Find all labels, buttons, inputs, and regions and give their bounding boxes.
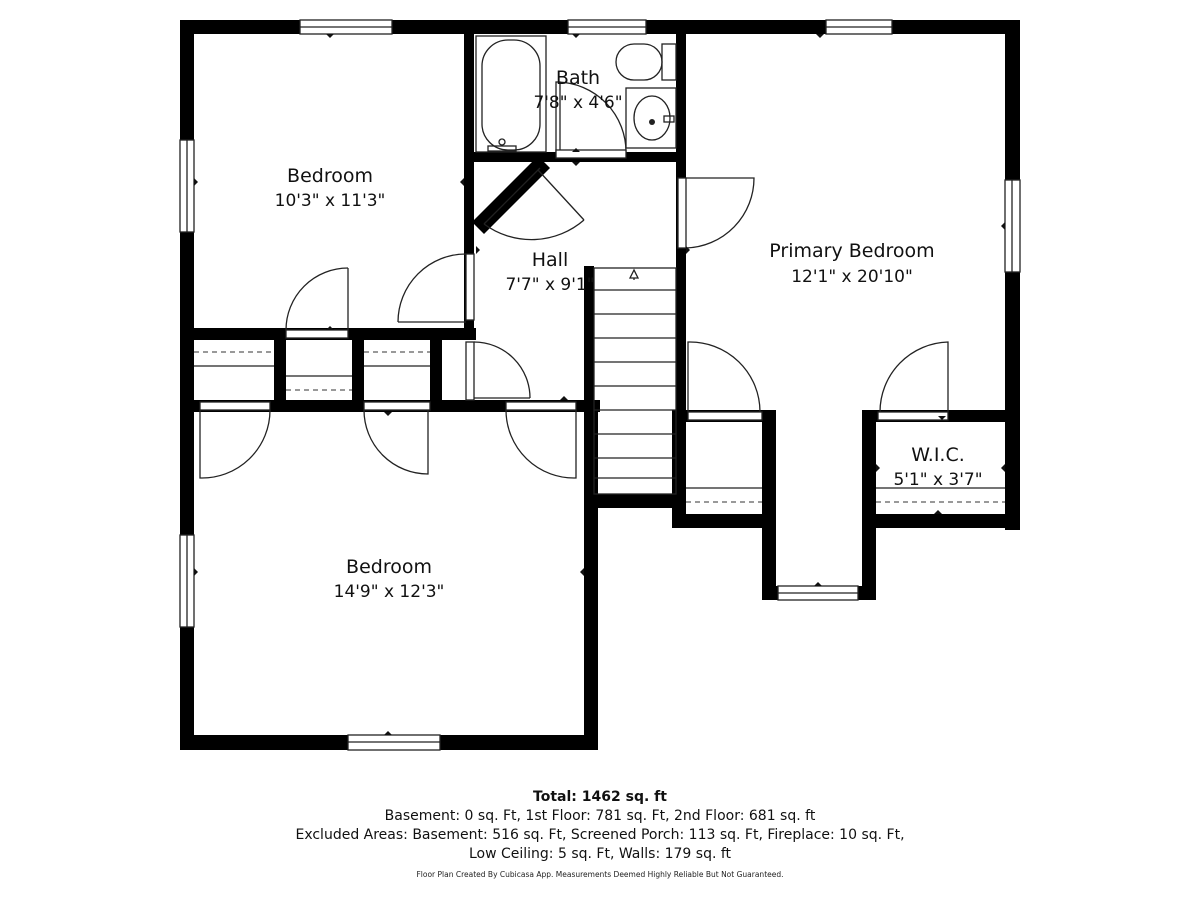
total-area: Total: 1462 sq. ft (533, 789, 667, 805)
room-name-bath: Bath (556, 67, 600, 89)
stairs (593, 267, 677, 495)
room-name-bedroom-sw: Bedroom (346, 556, 432, 578)
room-name-hall: Hall (532, 249, 569, 271)
excluded-areas-cont: Low Ceiling: 5 sq. Ft, Walls: 179 sq. ft (468, 846, 732, 862)
room-name-primary: Primary Bedroom (769, 240, 934, 262)
dimension-markers (194, 34, 1005, 735)
bath-fixtures (475, 35, 677, 153)
room-name-bedroom-nw: Bedroom (287, 165, 373, 187)
disclaimer: Floor Plan Created By Cubicasa App. Meas… (416, 870, 784, 879)
room-dim-bedroom-nw: 10'3" x 11'3" (275, 191, 386, 211)
closet-shelves (194, 351, 1005, 503)
room-dim-hall: 7'7" x 9'1" (505, 275, 594, 295)
room-dim-primary: 12'1" x 20'10" (791, 267, 913, 287)
windows (179, 19, 1021, 751)
room-name-wic: W.I.C. (911, 444, 965, 466)
room-dim-bath: 7'8" x 4'6" (533, 93, 622, 113)
room-dim-wic: 5'1" x 3'7" (893, 470, 982, 490)
walls (180, 20, 1020, 750)
doors (199, 81, 949, 479)
floor-plan: Bedroom 10'3" x 11'3" Bath 7'8" x 4'6" H… (179, 19, 1021, 751)
area-summary: Total: 1462 sq. ft Basement: 0 sq. Ft, 1… (0, 788, 1200, 864)
excluded-areas: Excluded Areas: Basement: 516 sq. Ft, Sc… (295, 827, 905, 843)
floor-areas: Basement: 0 sq. Ft, 1st Floor: 781 sq. F… (384, 808, 816, 824)
room-dim-bedroom-sw: 14'9" x 12'3" (334, 582, 445, 602)
room-labels: Bedroom 10'3" x 11'3" Bath 7'8" x 4'6" H… (275, 67, 983, 602)
